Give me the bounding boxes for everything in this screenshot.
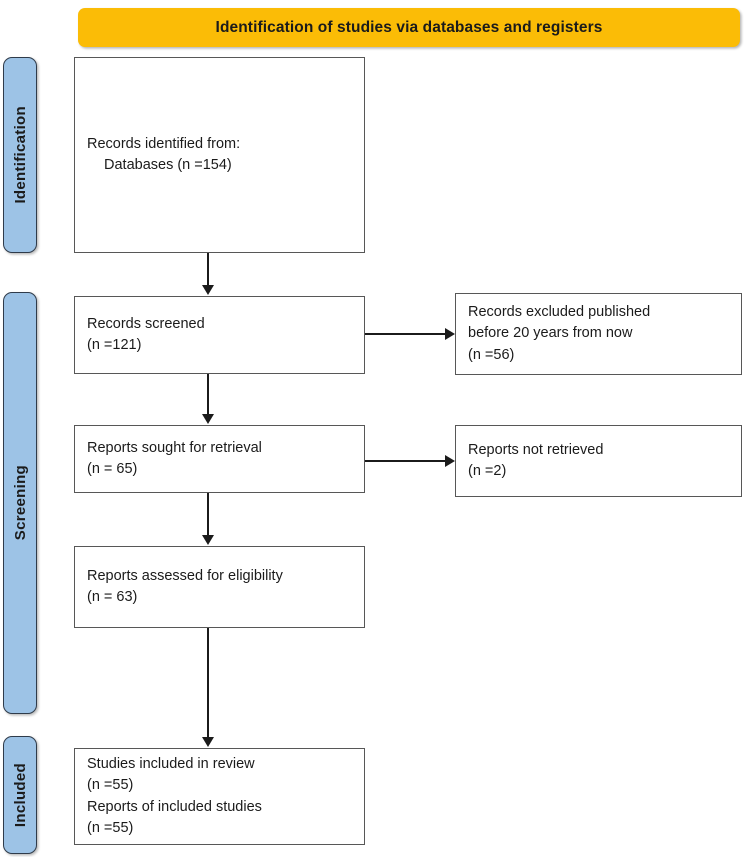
arrow-screened-to-sought [207, 374, 209, 415]
arrow-sought-to-not-retrieved [365, 460, 446, 462]
box-line: (n =56) [468, 346, 515, 363]
arrow-sought-to-assessed [207, 493, 209, 536]
arrow-assessed-to-included [207, 628, 209, 738]
box-line: (n = 65) [87, 461, 138, 477]
box-records-excluded: Records excluded published before 20 yea… [455, 293, 742, 375]
box-records-screened: Records screened (n =121) [74, 296, 365, 374]
box-line: (n =55) [87, 777, 134, 794]
box-line: (n = 63) [87, 589, 138, 605]
box-reports-sought: Reports sought for retrieval (n = 65) [74, 425, 365, 493]
box-line: before 20 years from now [468, 325, 633, 342]
box-line: Records identified from: [87, 135, 241, 152]
stage-label-included: Included [3, 736, 37, 854]
box-line: (n =55) [87, 819, 134, 836]
stage-label-identification-text: Identification [11, 106, 29, 204]
box-line: Records screened [87, 315, 205, 332]
box-studies-included: Studies included in review (n =55) Repor… [74, 748, 365, 845]
box-records-identified: Records identified from: Databases (n =1… [74, 57, 365, 253]
stage-label-included-text: Included [11, 762, 29, 828]
stage-label-identification: Identification [3, 57, 37, 253]
box-line: Records excluded published [468, 304, 651, 321]
arrow-screened-to-excluded [365, 333, 446, 335]
box-line: Reports not retrieved [468, 441, 604, 458]
banner-title: Identification of studies via databases … [215, 18, 603, 36]
arrow-identified-to-screened [207, 253, 209, 286]
box-line: Studies included in review [87, 755, 255, 772]
box-reports-assessed: Reports assessed for eligibility (n = 63… [74, 546, 365, 628]
stage-label-screening-text: Screening [11, 465, 29, 541]
box-reports-not-retrieved: Reports not retrieved (n =2) [455, 425, 742, 497]
box-line: Reports sought for retrieval [87, 439, 262, 456]
box-line: (n =2) [468, 463, 507, 479]
box-line: Databases (n =154) [104, 157, 232, 173]
header-banner: Identification of studies via databases … [78, 8, 740, 47]
box-line: Reports of included studies [87, 798, 262, 815]
box-line: Reports assessed for eligibility [87, 567, 283, 584]
stage-label-screening: Screening [3, 292, 37, 714]
box-line: (n =121) [87, 337, 142, 353]
